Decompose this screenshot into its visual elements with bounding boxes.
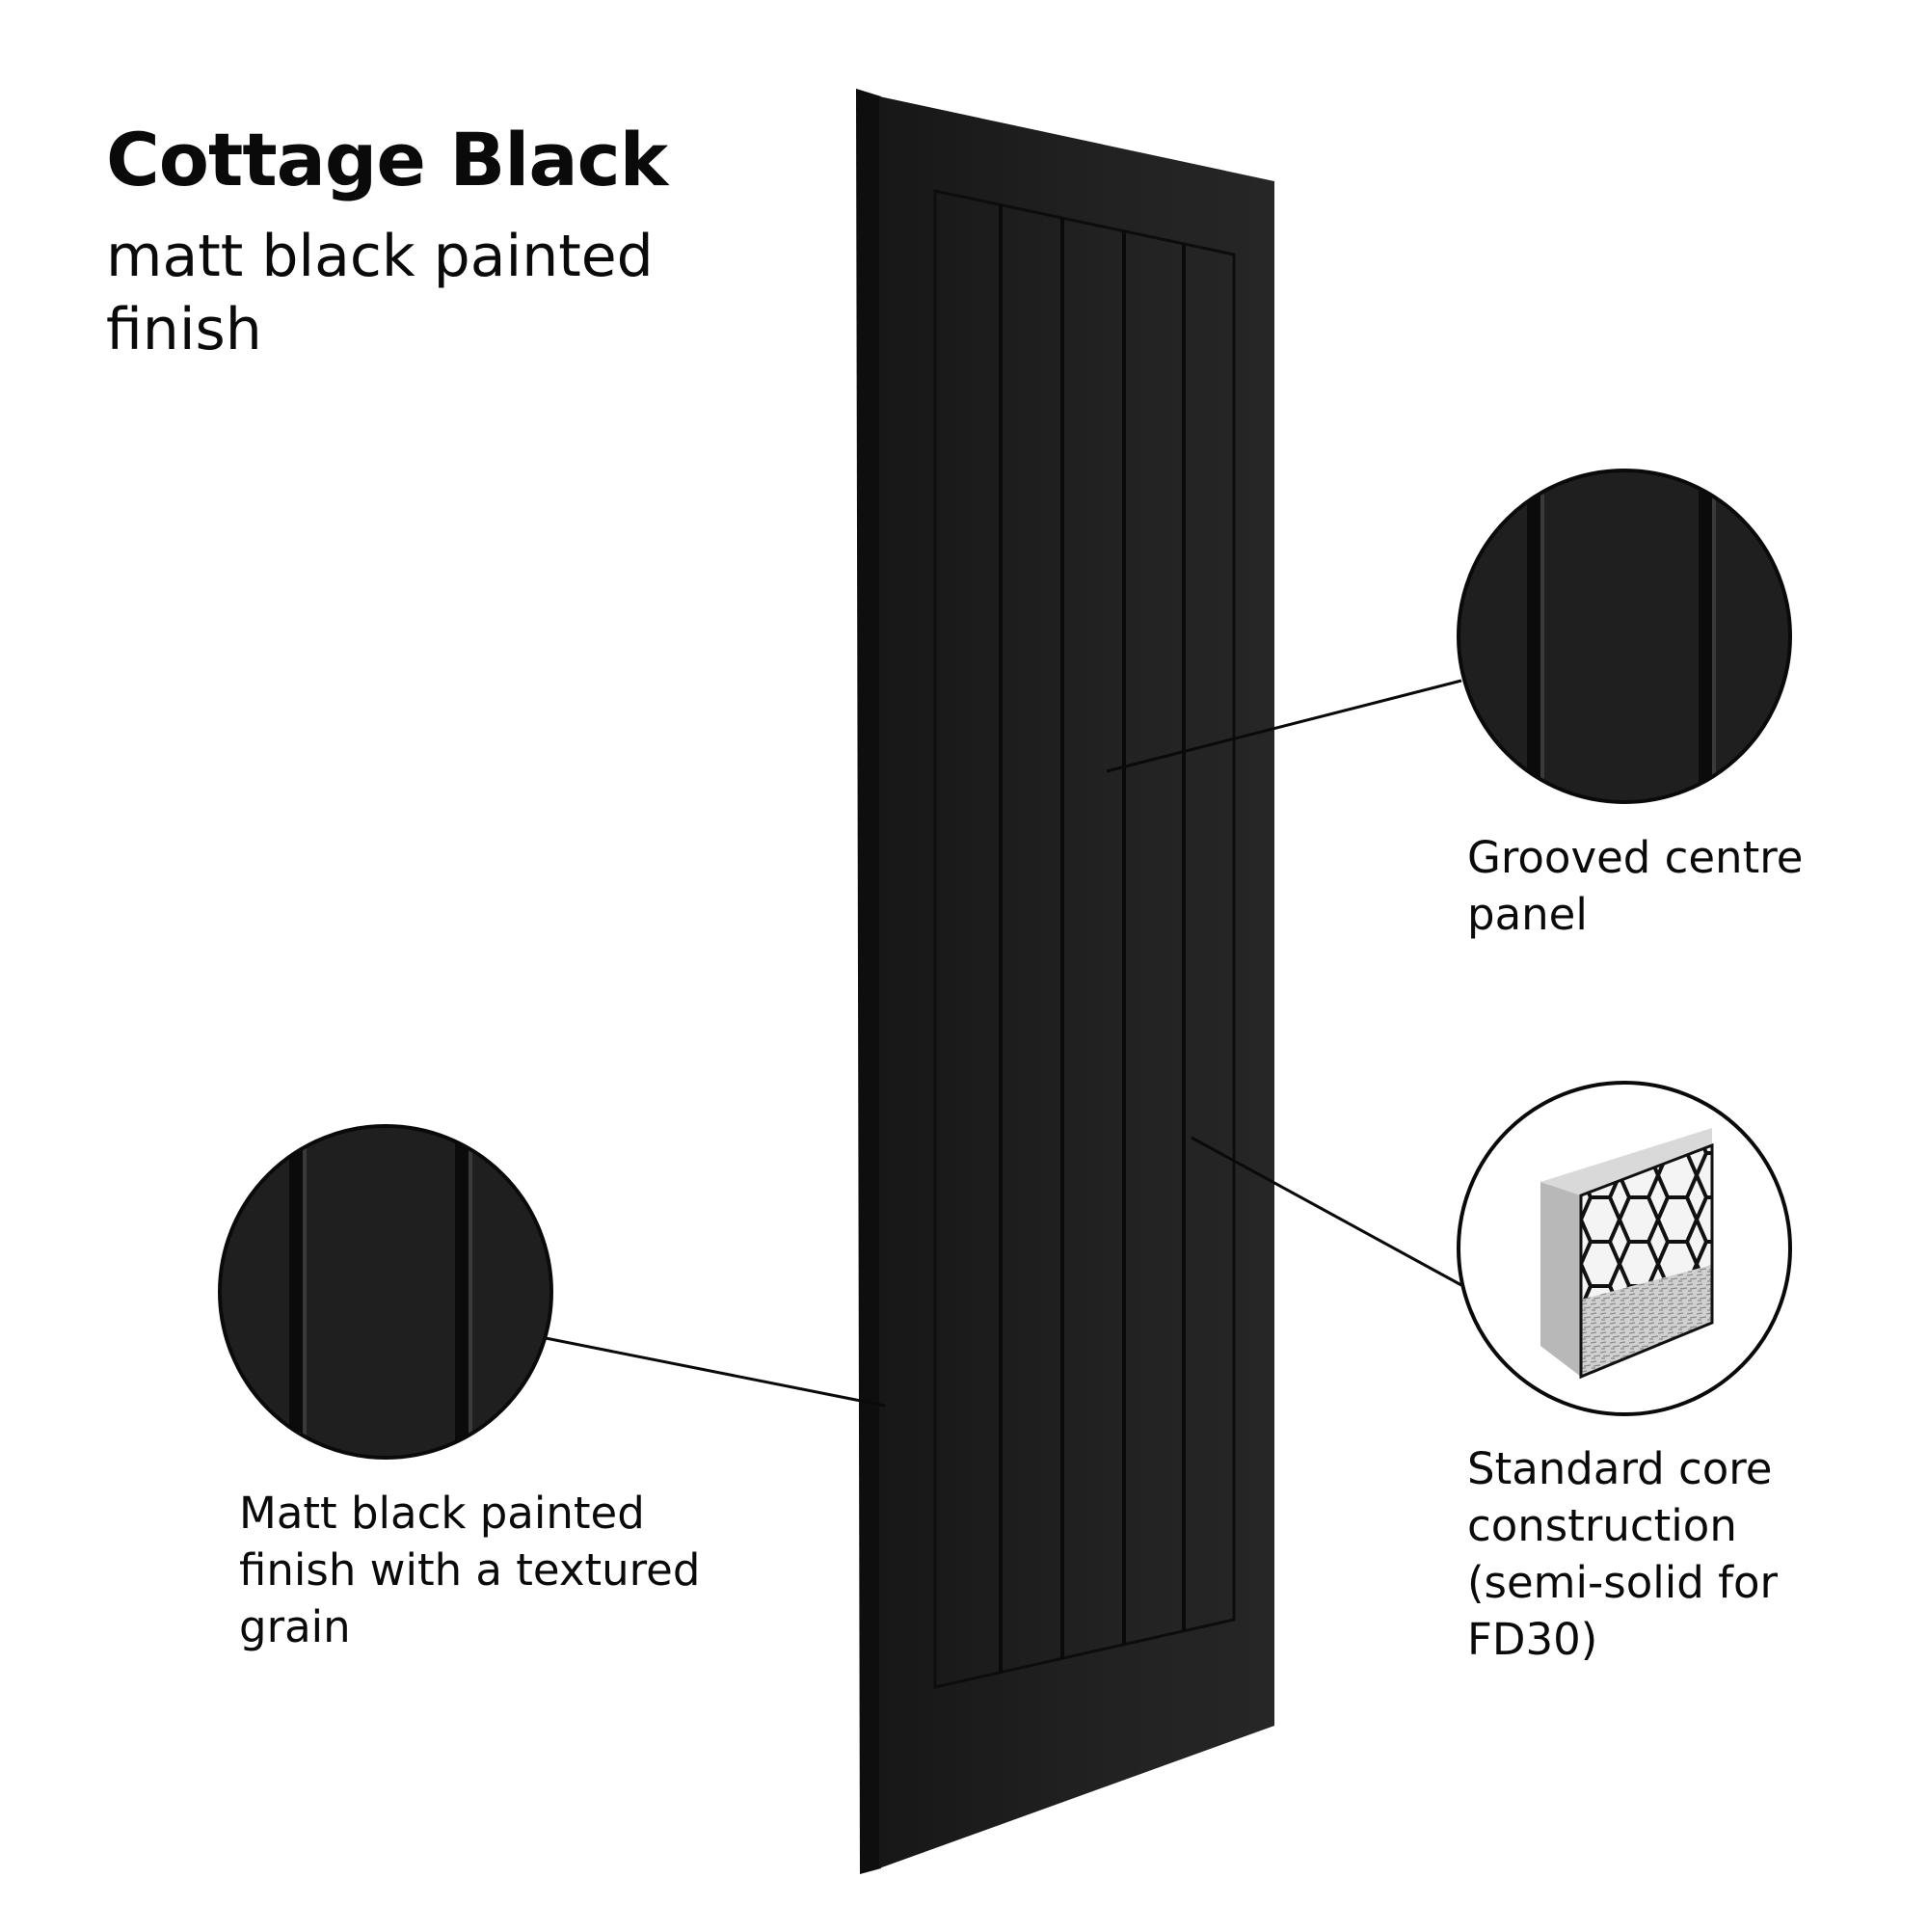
door-illustration [856,89,1274,1874]
zoom-core-construction [1457,1081,1792,1416]
callout-leader-lines [545,679,1462,1408]
door-panel-outline [933,189,1236,1689]
leader-matt [545,1336,886,1408]
door-grooves [999,204,1186,1673]
zoom-grooved-panel [1457,469,1792,804]
callout-label-core: Standard core construction (semi-solid f… [1467,1443,1778,1665]
callout-label-matt: Matt black painted finish with a texture… [239,1488,701,1652]
callout-label-grooved: Grooved centre panel [1467,832,1804,940]
door-face [879,96,1274,1868]
product-subtitle: matt black painted finish [106,223,654,363]
zoom-textured-grain [218,1124,553,1460]
door-edge [856,89,881,1874]
product-title: Cottage Black [106,117,668,202]
core-cross-section-icon [1540,1128,1714,1380]
leader-grooved [1106,679,1462,773]
leader-core [1191,1136,1462,1287]
